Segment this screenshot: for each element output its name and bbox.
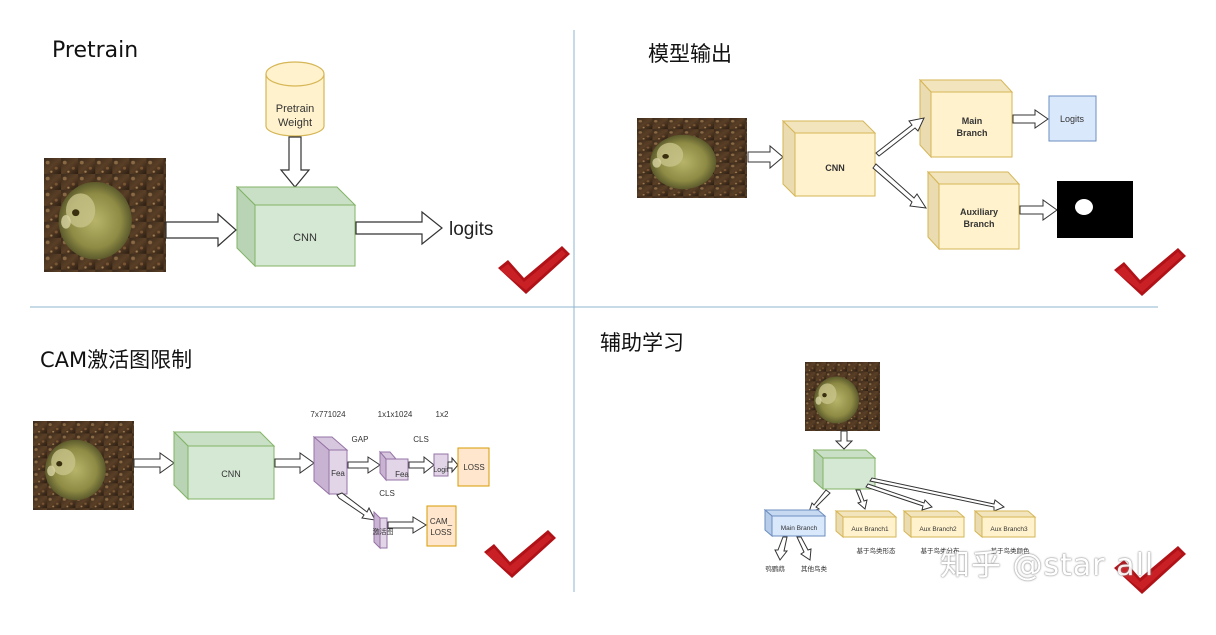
- cls-arrow-2: [336, 492, 376, 521]
- bird-image: [805, 362, 880, 431]
- activation-map-label: 激活图: [373, 527, 394, 536]
- bird-image: [33, 421, 134, 510]
- aux-desc-2: 基于鸟类分布: [921, 546, 961, 555]
- branch-arrow-down: [872, 163, 927, 209]
- cam-loss-arrow: [387, 516, 427, 534]
- logits-arrow: [1012, 109, 1049, 129]
- auxiliary-branch-block: Auxiliary Branch: [926, 170, 1021, 251]
- aux-branch-3-label: Aux Branch3: [990, 526, 1028, 533]
- aux-cnn-block: [812, 448, 877, 491]
- fea-label-1: Fea: [331, 469, 345, 478]
- mask-blob: [1075, 199, 1093, 215]
- watermark: 知乎 @star all: [940, 548, 1155, 583]
- cam-cnn-label: CNN: [221, 469, 241, 479]
- logits-label: logits: [449, 219, 493, 240]
- gap-label: GAP: [352, 435, 369, 444]
- logit-block: Logit: [433, 453, 449, 477]
- aux-learning-title: 辅助学习: [600, 331, 684, 355]
- check-icon: [484, 530, 556, 578]
- logit-label: Logit: [433, 467, 448, 474]
- cls-arrow-1: [408, 455, 435, 475]
- arrow-to-aux1: [855, 489, 868, 510]
- arrow-out-b: [796, 536, 812, 561]
- loss-box: [457, 447, 490, 487]
- pretrain-panel: Pretrain Weight CNN logits: [44, 61, 570, 294]
- input-arrow: [747, 144, 784, 170]
- main-branch-label-2: Branch: [956, 128, 987, 138]
- aux-branch-2: Aux Branch2: [902, 509, 966, 539]
- loss-arrow: [447, 456, 459, 474]
- cam-title: CAM激活图限制: [40, 348, 193, 372]
- model-cnn-label: CNN: [825, 163, 845, 173]
- pretrain-weight-cylinder: Pretrain Weight: [265, 61, 325, 137]
- arrow-out-a: [774, 536, 789, 561]
- logits-box: [1048, 95, 1097, 142]
- check-icon: [498, 246, 570, 294]
- mask-image: [1057, 181, 1133, 238]
- aux-branch-1: Aux Branch1: [834, 509, 898, 539]
- cnn-to-fea-arrow: [274, 452, 315, 474]
- down-arrow: [279, 136, 311, 188]
- pretrain-weight-label-1: Pretrain: [276, 103, 315, 115]
- bird-image: [637, 118, 747, 198]
- bird-image: [44, 158, 166, 272]
- cam-loss-label-1: CAM_: [430, 517, 453, 526]
- dim-label-1: 7x771024: [310, 410, 346, 419]
- mask-arrow: [1019, 199, 1058, 221]
- pretrain-title: Pretrain: [52, 38, 139, 63]
- main-branch-label-1: Main: [962, 116, 983, 126]
- activation-map-block: 激活图: [373, 510, 394, 550]
- dim-label-3: 1x2: [436, 410, 449, 419]
- output-a-label: 鸮鹦鹉: [765, 564, 785, 573]
- cam-cnn-block: CNN: [172, 430, 276, 501]
- loss-label: LOSS: [463, 463, 484, 472]
- aux-main-branch: Main Branch: [763, 508, 827, 538]
- aux-branch-label-2: Branch: [963, 219, 994, 229]
- model-output-title: 模型输出: [648, 42, 732, 66]
- aux-desc-1: 基于鸟类形态: [857, 546, 897, 555]
- pretrain-cnn-block: CNN: [235, 185, 357, 268]
- aux-branch-3: Aux Branch3: [973, 509, 1037, 539]
- fea-label-2: Fea: [395, 470, 409, 479]
- branch-arrow-up: [875, 117, 925, 157]
- check-icon: [1114, 248, 1186, 296]
- arrow-to-aux2: [865, 483, 933, 511]
- aux-branch-label-1: Auxiliary: [960, 207, 998, 217]
- dim-label-2: 1x1x1024: [378, 410, 413, 419]
- aux-learning-panel: Main Branch Aux Branch1 Aux Branch2 Aux …: [763, 362, 1186, 594]
- cam-loss-box: [426, 505, 457, 547]
- cam-panel: CNN 7x771024 1x1x1024 1x2 Fea GAP Fea CL…: [33, 410, 556, 578]
- pretrain-cnn-label: CNN: [293, 232, 317, 244]
- cls-label-1: CLS: [413, 435, 429, 444]
- aux-branch-1-label: Aux Branch1: [851, 526, 889, 533]
- fea-block-large: Fea: [312, 435, 349, 496]
- main-branch-block: Main Branch: [918, 78, 1014, 159]
- cam-loss-label-2: LOSS: [430, 528, 451, 537]
- output-b-label: 其他鸟类: [801, 564, 828, 573]
- arrow-to-aux3: [869, 477, 1005, 512]
- main-branch-label: Main Branch: [781, 525, 818, 532]
- model-cnn-block: CNN: [781, 119, 877, 198]
- arrow-to-main: [808, 489, 831, 513]
- aux-desc-3: 基于鸟类颜色: [991, 546, 1031, 555]
- pretrain-weight-label-2: Weight: [278, 117, 312, 129]
- input-arrow: [834, 430, 854, 450]
- aux-branch-2-label: Aux Branch2: [919, 526, 957, 533]
- cls-label-2: CLS: [379, 489, 395, 498]
- input-arrow: [165, 212, 237, 248]
- input-arrow: [133, 452, 175, 474]
- fea-block-small: Fea: [378, 450, 409, 482]
- model-output-panel: CNN Main Branch Auxiliary Branch Logits: [637, 78, 1186, 296]
- gap-arrow: [347, 456, 381, 474]
- logits-box-label: Logits: [1060, 114, 1085, 124]
- output-arrow: [355, 210, 443, 246]
